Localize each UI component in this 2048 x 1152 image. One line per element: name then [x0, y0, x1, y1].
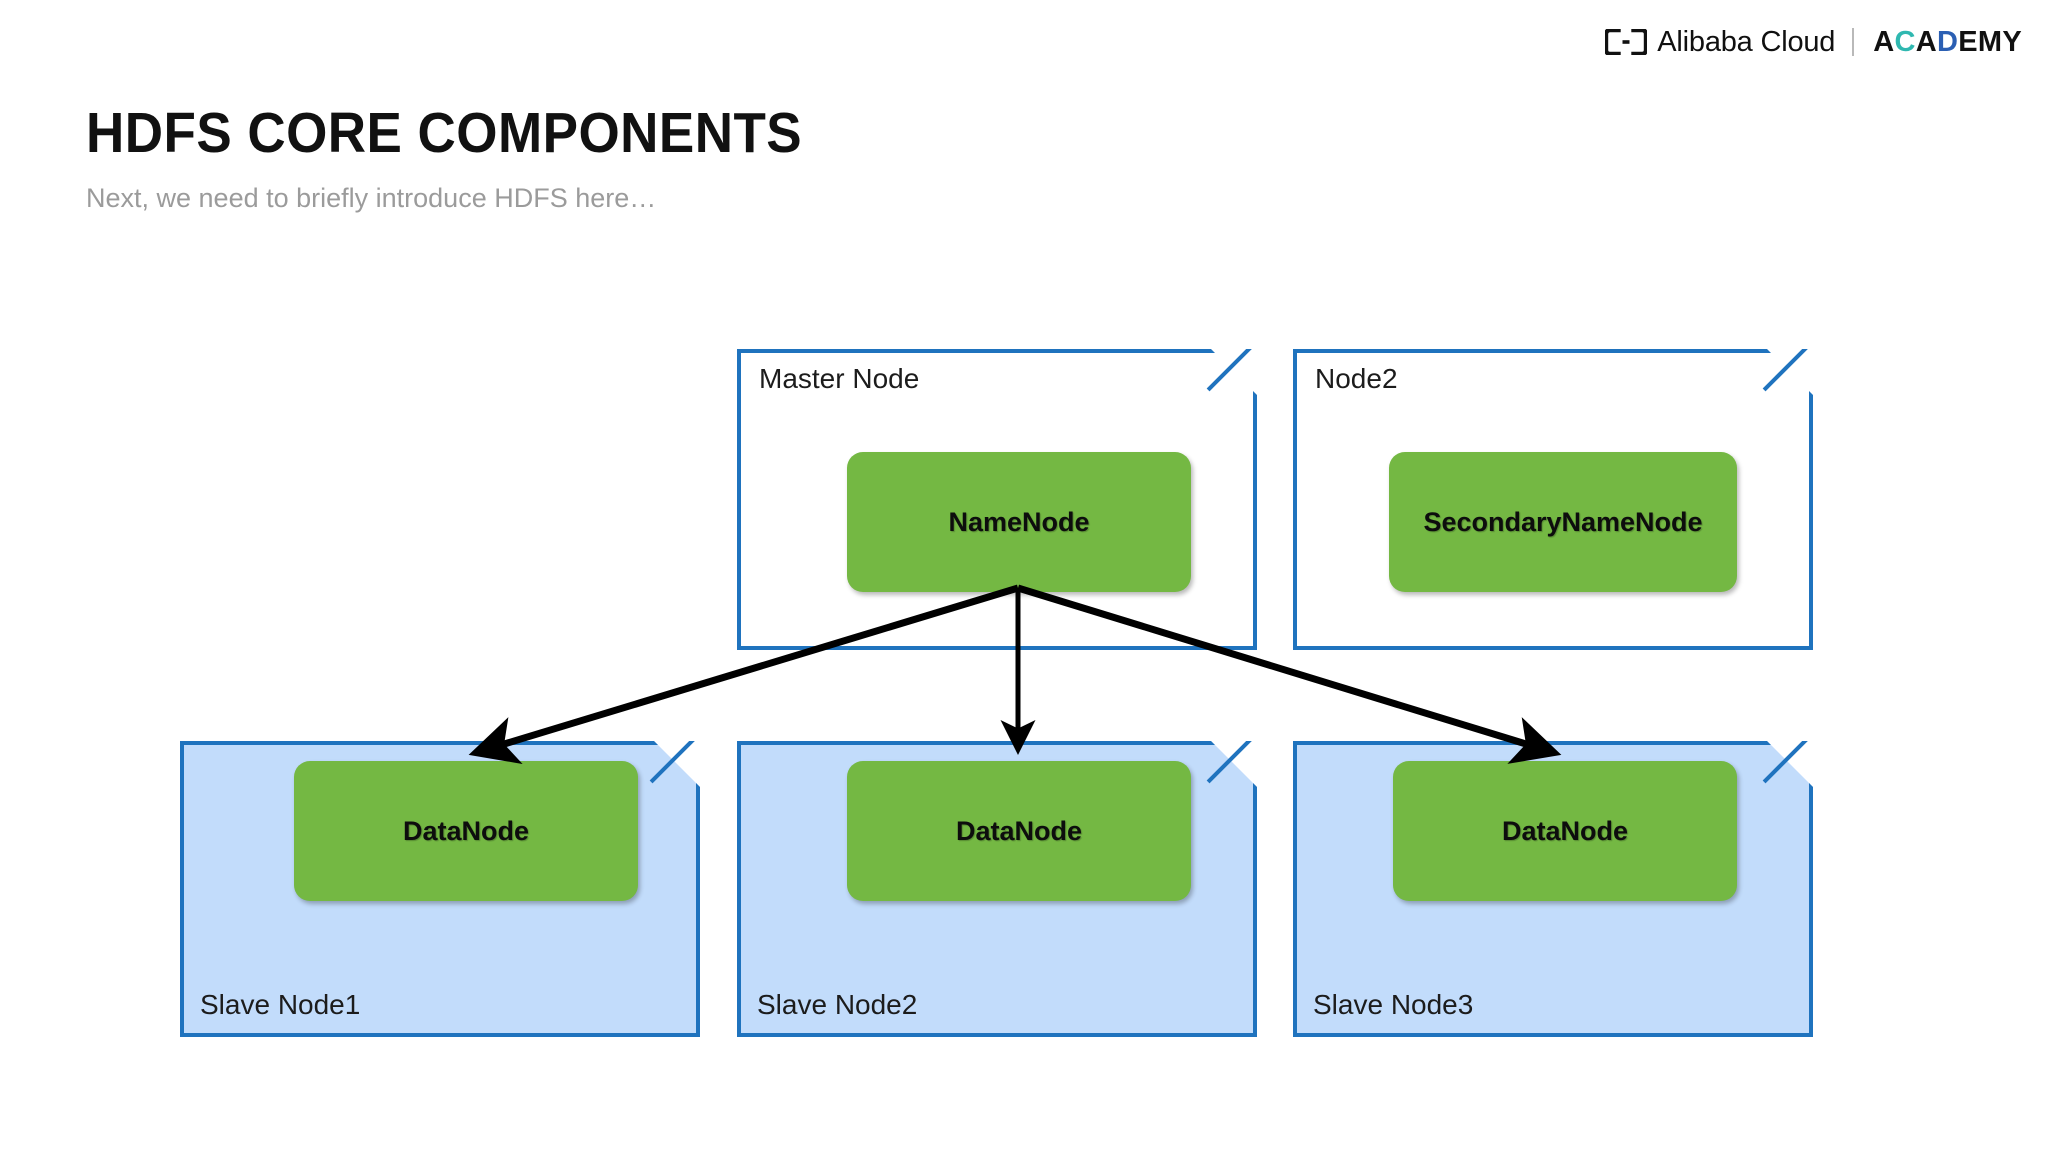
node-master-node-label: Master Node — [759, 363, 920, 394]
logo-divider — [1852, 28, 1855, 56]
academy-letter-d: D — [1937, 25, 1959, 58]
node-slave-node-2: DataNode Slave Node2 — [737, 741, 1257, 1037]
node-slave-node-3-label: Slave Node3 — [1313, 989, 1474, 1020]
alibaba-cloud-academy-logo: Alibaba Cloud ACADEMY — [1604, 20, 2022, 64]
page-title: HDFS CORE COMPONENTS — [86, 101, 803, 165]
node-slave-node-1: DataNode Slave Node1 — [180, 741, 700, 1037]
component-secondarynamenode: SecondaryNameNode — [1389, 452, 1737, 592]
alibaba-cloud-bracket-icon — [1604, 27, 1649, 57]
page-subtitle: Next, we need to briefly introduce HDFS … — [86, 183, 657, 213]
component-datanode-1-label: DataNode — [402, 815, 530, 846]
component-datanode-2: DataNode — [847, 761, 1191, 901]
node-slave-node-1-label: Slave Node1 — [200, 989, 361, 1020]
logo-academy-text: ACADEMY — [1873, 26, 2022, 59]
component-datanode-1: DataNode — [294, 761, 638, 901]
node-master-node: Master Node NameNode — [737, 349, 1257, 650]
node-node2-label: Node2 — [1315, 363, 1398, 394]
component-namenode: NameNode — [847, 452, 1191, 592]
node-slave-node-3: DataNode Slave Node3 — [1293, 741, 1813, 1037]
component-secondarynamenode-label: SecondaryNameNode — [1423, 506, 1703, 537]
node-slave-node-2-label: Slave Node2 — [757, 989, 918, 1020]
logo-brand-text: Alibaba Cloud — [1657, 25, 1836, 58]
academy-letter-a1: A — [1873, 25, 1895, 58]
academy-letter-c: C — [1894, 25, 1916, 58]
component-namenode-label: NameNode — [948, 506, 1090, 537]
node-node2: Node2 SecondaryNameNode — [1293, 349, 1813, 650]
component-datanode-3: DataNode — [1393, 761, 1737, 901]
academy-letters-emy: EMY — [1958, 25, 2022, 58]
component-datanode-3-label: DataNode — [1501, 815, 1629, 846]
component-datanode-2-label: DataNode — [955, 815, 1083, 846]
academy-letter-a2: A — [1915, 25, 1937, 58]
